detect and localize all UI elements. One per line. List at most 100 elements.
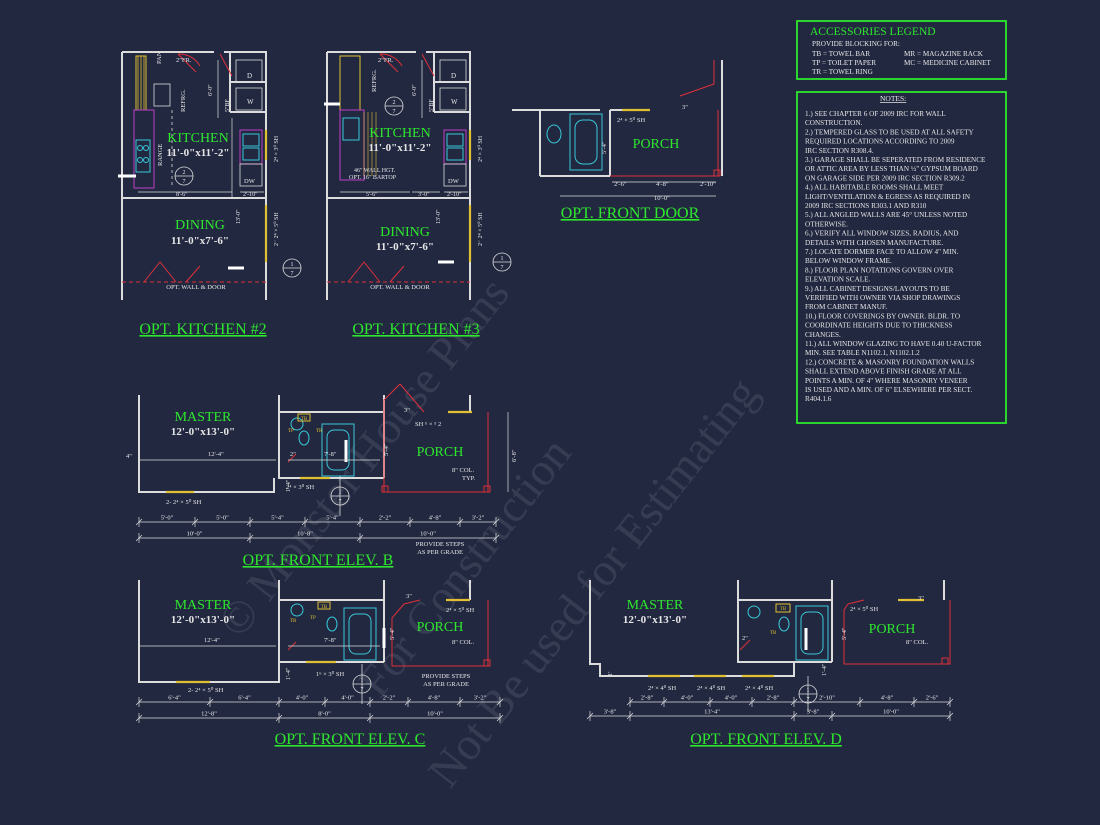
fr-label: 2"FR. bbox=[176, 57, 192, 64]
note-line: ELEVATION SCALE. bbox=[805, 276, 871, 284]
dim-label: 2'-10" bbox=[700, 181, 716, 188]
room-size: 11'-0"x7'-6" bbox=[171, 235, 229, 247]
dim-label: 2'-6" bbox=[614, 181, 627, 188]
dryer-label: D bbox=[247, 72, 252, 80]
dishwasher bbox=[443, 163, 467, 187]
section-tag: 2 7 bbox=[384, 96, 404, 116]
tp-tag: TP bbox=[288, 429, 294, 434]
dim-label: 5'-4" bbox=[271, 515, 284, 522]
legend-title: ACCESSORIES LEGEND bbox=[810, 26, 936, 38]
notes-border bbox=[796, 91, 1007, 424]
dim-label: 2'-2" bbox=[379, 515, 392, 522]
notes-lines: 1.) SEE CHAPTER 6 OF 2009 IRC FOR WALL C… bbox=[805, 110, 986, 403]
window-label: 2⁴ × 3⁰ SH bbox=[286, 483, 315, 491]
dim-label: 3" bbox=[918, 595, 924, 602]
room-name: DINING bbox=[380, 225, 430, 240]
dim-label: 5'-4" bbox=[383, 443, 390, 456]
note-line: 4.) ALL HABITABLE ROOMS SHALL MEET bbox=[805, 184, 944, 192]
pan-label: PAN bbox=[156, 51, 163, 64]
dim-label: 4'-8" bbox=[429, 515, 442, 522]
dim-label: 3'-0" bbox=[418, 192, 430, 198]
svg-text:7: 7 bbox=[291, 271, 294, 277]
watermark: © Monster House Plans For Construction N… bbox=[208, 268, 768, 796]
section-tag: 1 7 bbox=[352, 664, 372, 704]
note-line: 5.) ALL ANGLED WALLS ARE 45° UNLESS NOTE… bbox=[805, 211, 967, 219]
note-line: BELOW WINDOW FRAME. bbox=[805, 257, 892, 265]
dim-label: 1' bbox=[607, 672, 614, 676]
svg-text:2: 2 bbox=[393, 100, 396, 106]
note-line: VERIFIED WITH OWNER VIA SHOP DRAWINGS bbox=[805, 294, 960, 302]
dim-label: 3'-2" bbox=[474, 695, 487, 702]
tb-tag: TB bbox=[321, 605, 328, 610]
svg-text:7: 7 bbox=[339, 499, 342, 505]
room-name: KITCHEN bbox=[369, 126, 430, 141]
wall-note: OPT. WALL & DOOR bbox=[370, 284, 430, 291]
pantry-shelves bbox=[339, 55, 361, 111]
svg-text:7: 7 bbox=[183, 179, 186, 185]
bathtub bbox=[795, 605, 829, 661]
wall-note: OPT. WALL & DOOR bbox=[166, 284, 226, 291]
dw-label: DW bbox=[244, 178, 256, 185]
tb-tag: TB bbox=[780, 607, 787, 612]
bartop-note: OPT. 16" BARTOP bbox=[349, 175, 397, 181]
dim-label: 2'-10" bbox=[447, 192, 462, 198]
dim-label: 3" bbox=[404, 407, 410, 414]
note-line: CHANGES. bbox=[805, 331, 841, 339]
note-line: OR ATTIC AREA BY LESS THAN ½" GYPSUM BOA… bbox=[805, 165, 978, 173]
dim-label: 4'-8" bbox=[881, 695, 894, 702]
window-label: 2⁴ × 5⁰ SH bbox=[850, 605, 879, 613]
bf-label: 5"BF bbox=[429, 99, 435, 112]
porch-outline bbox=[739, 599, 951, 665]
note-line: 1.) SEE CHAPTER 6 OF 2009 IRC FOR WALL bbox=[805, 110, 946, 118]
dim-label: 13'-4" bbox=[704, 709, 720, 716]
dim-label: 3" bbox=[406, 593, 412, 600]
window-label: 2⁻ 2⁴ × 5⁰ SH bbox=[273, 212, 280, 246]
svg-text:1: 1 bbox=[339, 490, 342, 496]
toilet bbox=[546, 124, 562, 144]
dimension-row: 5'-0"5'-0"5'-4"5'-4"2'-2"4'-8"3'-2" bbox=[135, 515, 500, 527]
window-label: 2⁴ × 5⁰ SH bbox=[617, 116, 646, 124]
door-swing bbox=[379, 53, 403, 73]
window-label: 2⁴ × 4⁰ SH bbox=[648, 684, 677, 692]
note-line: REQUIRED LOCATIONS ACCORDING TO 2009 bbox=[805, 138, 955, 146]
svg-text:1: 1 bbox=[807, 688, 810, 694]
windows bbox=[166, 410, 472, 494]
plan-front-door: 2⁴ × 5⁰ SH 3" 5'-4" 2'-6" 4'-8" 2'-10" 1… bbox=[512, 60, 723, 222]
refrg-label: REFRG. bbox=[180, 89, 187, 112]
note-line: MIN. SEE TABLE N1102.1, N1102.1.2 bbox=[805, 349, 920, 357]
svg-text:2: 2 bbox=[183, 170, 186, 176]
svg-text:7: 7 bbox=[393, 109, 396, 115]
window-label: 2⁴ × 4⁰ SH bbox=[745, 684, 774, 692]
plan-kitchen-3: REFRG. 2"FR. D W 5"BF DW 6'-0" 5'-6" 3'-… bbox=[324, 51, 512, 338]
room-size: 11'-0"x11'-2" bbox=[167, 147, 230, 159]
dim-label: 4'-0" bbox=[725, 695, 738, 702]
plan-title: OPT. FRONT DOOR bbox=[561, 205, 700, 222]
bartop bbox=[363, 112, 377, 176]
steps-note: PROVIDE STEPS bbox=[422, 673, 471, 680]
dim-label: 10'-8" bbox=[297, 531, 313, 538]
bf-label: 5"BF bbox=[225, 99, 231, 112]
section-tag: 1 7 bbox=[282, 258, 302, 278]
svg-text:7: 7 bbox=[501, 265, 504, 271]
range-label: RANGE bbox=[157, 144, 164, 166]
window-label: 2⁴ × 3⁰ SH bbox=[477, 135, 484, 162]
washer-label: W bbox=[247, 98, 254, 106]
note-line: 3.) GARAGE SHALL BE SEPERATED FROM RESID… bbox=[805, 156, 986, 164]
note-line: IS USED AND A MIN. OF 6" ELSEWHERE PER S… bbox=[805, 386, 972, 394]
toilet bbox=[298, 430, 310, 446]
sink bbox=[290, 417, 304, 431]
window-label: 2⁴ × 4⁰ SH bbox=[697, 684, 726, 692]
dim-label: 1'-4" bbox=[285, 479, 292, 492]
note-line: DETAILS WITH CHOSEN MANUFACTURE. bbox=[805, 239, 943, 247]
note-line: OTHERWISE. bbox=[805, 220, 848, 228]
dim-label: 4'-0" bbox=[681, 695, 694, 702]
dim-label: 2'-6" bbox=[926, 695, 939, 702]
room-name: PORCH bbox=[417, 620, 464, 635]
dim-label: 1'-4" bbox=[285, 667, 292, 680]
sink bbox=[290, 603, 304, 617]
room-size: 12'-0"x13'-0" bbox=[623, 614, 687, 626]
dim-label: 5'-4" bbox=[389, 627, 396, 640]
room-name: MASTER bbox=[175, 598, 232, 613]
legend-item: TP = TOILET PAPER bbox=[812, 59, 876, 67]
note-line: IRC SECTION R308.4. bbox=[805, 147, 874, 155]
